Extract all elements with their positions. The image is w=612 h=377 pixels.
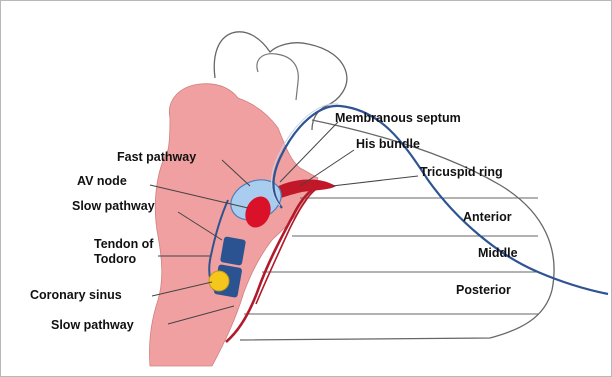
coronary-sinus-shape (209, 271, 229, 291)
label-slow-pathway-upper: Slow pathway (72, 199, 155, 213)
leader-tricuspid-ring (332, 176, 418, 186)
label-middle: Middle (478, 246, 518, 260)
label-anterior: Anterior (463, 210, 512, 224)
label-tricuspid-ring: Tricuspid ring (420, 165, 503, 179)
tendon-box-upper (220, 236, 246, 265)
leader-his-bundle (300, 150, 354, 186)
septum-tissue (149, 84, 318, 366)
label-membranous-septum: Membranous septum (335, 111, 461, 125)
label-coronary-sinus: Coronary sinus (30, 288, 122, 302)
label-slow-pathway-lower: Slow pathway (51, 318, 134, 332)
label-fast-pathway: Fast pathway (117, 150, 196, 164)
label-tendon-of-todoro-line2: Todoro (94, 252, 136, 266)
label-his-bundle: His bundle (356, 137, 420, 151)
catheter (273, 106, 608, 294)
label-tendon-of-todoro-line1: Tendon of (94, 237, 153, 251)
label-posterior: Posterior (456, 283, 511, 297)
aorta-outline (257, 54, 298, 100)
label-av-node: AV node (77, 174, 127, 188)
